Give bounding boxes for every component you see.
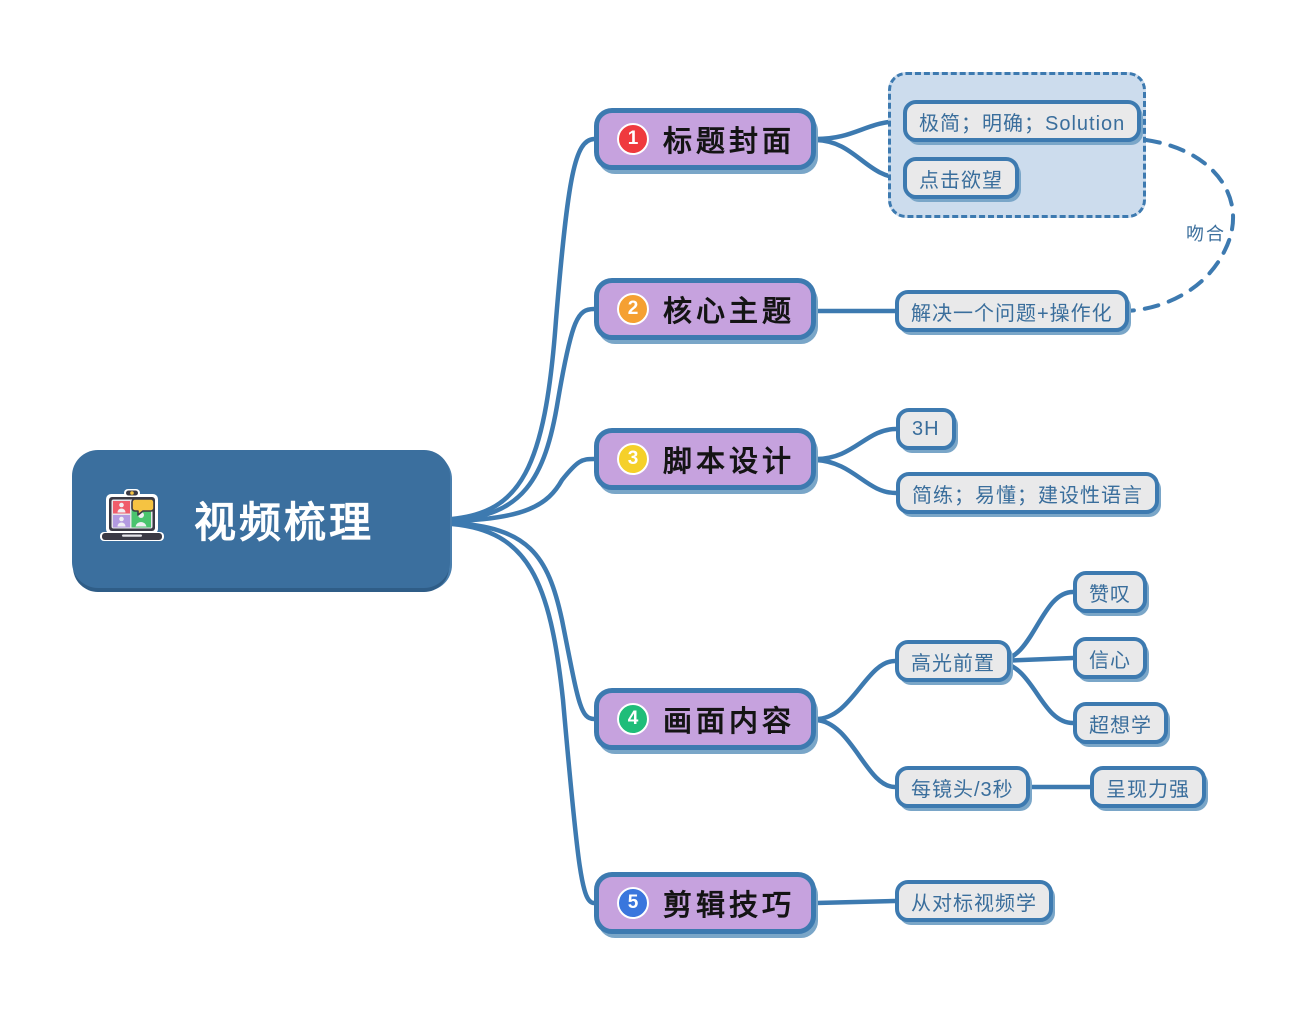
- edge-b4-to-meijing: [813, 717, 898, 790]
- branch-node-5[interactable]: 5 剪辑技巧: [594, 872, 816, 934]
- video-conference-laptop-icon: [100, 489, 164, 541]
- leaf-node-eager-to-learn[interactable]: 超想学: [1073, 702, 1168, 744]
- edge-b5-to-duibiao: [813, 898, 898, 906]
- leaf-node-admiration[interactable]: 赞叹: [1073, 571, 1147, 613]
- branch-label-1: 标题封面: [663, 126, 796, 158]
- branch-label-2: 核心主题: [663, 296, 796, 328]
- leaf-node-highlight-first[interactable]: 高光前置: [895, 640, 1011, 682]
- branch-badge-4: 4: [617, 703, 649, 735]
- branch-node-1[interactable]: 1 标题封面: [594, 108, 816, 170]
- branch-badge-5: 5: [617, 887, 649, 919]
- branch-label-4: 画面内容: [663, 706, 796, 738]
- edge-root-to-b3: [449, 456, 597, 524]
- branch-node-2[interactable]: 2 核心主题: [594, 278, 816, 340]
- leaf-node-confidence[interactable]: 信心: [1073, 637, 1147, 679]
- leaf-node-3h[interactable]: 3H: [896, 408, 956, 450]
- branch-badge-3: 3: [617, 443, 649, 475]
- edge-root-to-b2: [449, 306, 597, 523]
- edge-b3-to-jianlian: [813, 457, 899, 496]
- branch-label-5: 剪辑技巧: [663, 890, 796, 922]
- leaf-node-minimal-clear-solution[interactable]: 极简；明确；Solution: [903, 100, 1142, 142]
- leaf-node-concise-understandable[interactable]: 简练；易懂；建设性语言: [896, 472, 1159, 514]
- leaf-node-solve-one-problem[interactable]: 解决一个问题+操作化: [895, 290, 1129, 332]
- edge-root-to-b1: [449, 136, 597, 522]
- leaf-node-learn-from-benchmark[interactable]: 从对标视频学: [895, 880, 1053, 922]
- branch-badge-2: 2: [617, 293, 649, 325]
- branch-node-3[interactable]: 3 脚本设计: [594, 428, 816, 490]
- relation-label-wenhe: 吻合: [1186, 224, 1226, 244]
- leaf-node-click-desire[interactable]: 点击欲望: [903, 157, 1019, 199]
- root-node-label: 视频梳理: [194, 498, 375, 546]
- root-node[interactable]: 视频梳理: [72, 450, 450, 588]
- edge-b4-to-gaoguang: [813, 658, 898, 722]
- leaf-node-strong-presentation[interactable]: 呈现力强: [1090, 766, 1206, 808]
- edge-b3-to-3h: [813, 426, 899, 462]
- branch-node-4[interactable]: 4 画面内容: [594, 688, 816, 750]
- branch-label-3: 脚本设计: [663, 446, 796, 478]
- edge-root-to-b4: [449, 520, 597, 722]
- leaf-node-three-seconds-per-shot[interactable]: 每镜头/3秒: [895, 766, 1030, 808]
- branch-badge-1: 1: [617, 123, 649, 155]
- edge-root-to-b5: [449, 521, 597, 906]
